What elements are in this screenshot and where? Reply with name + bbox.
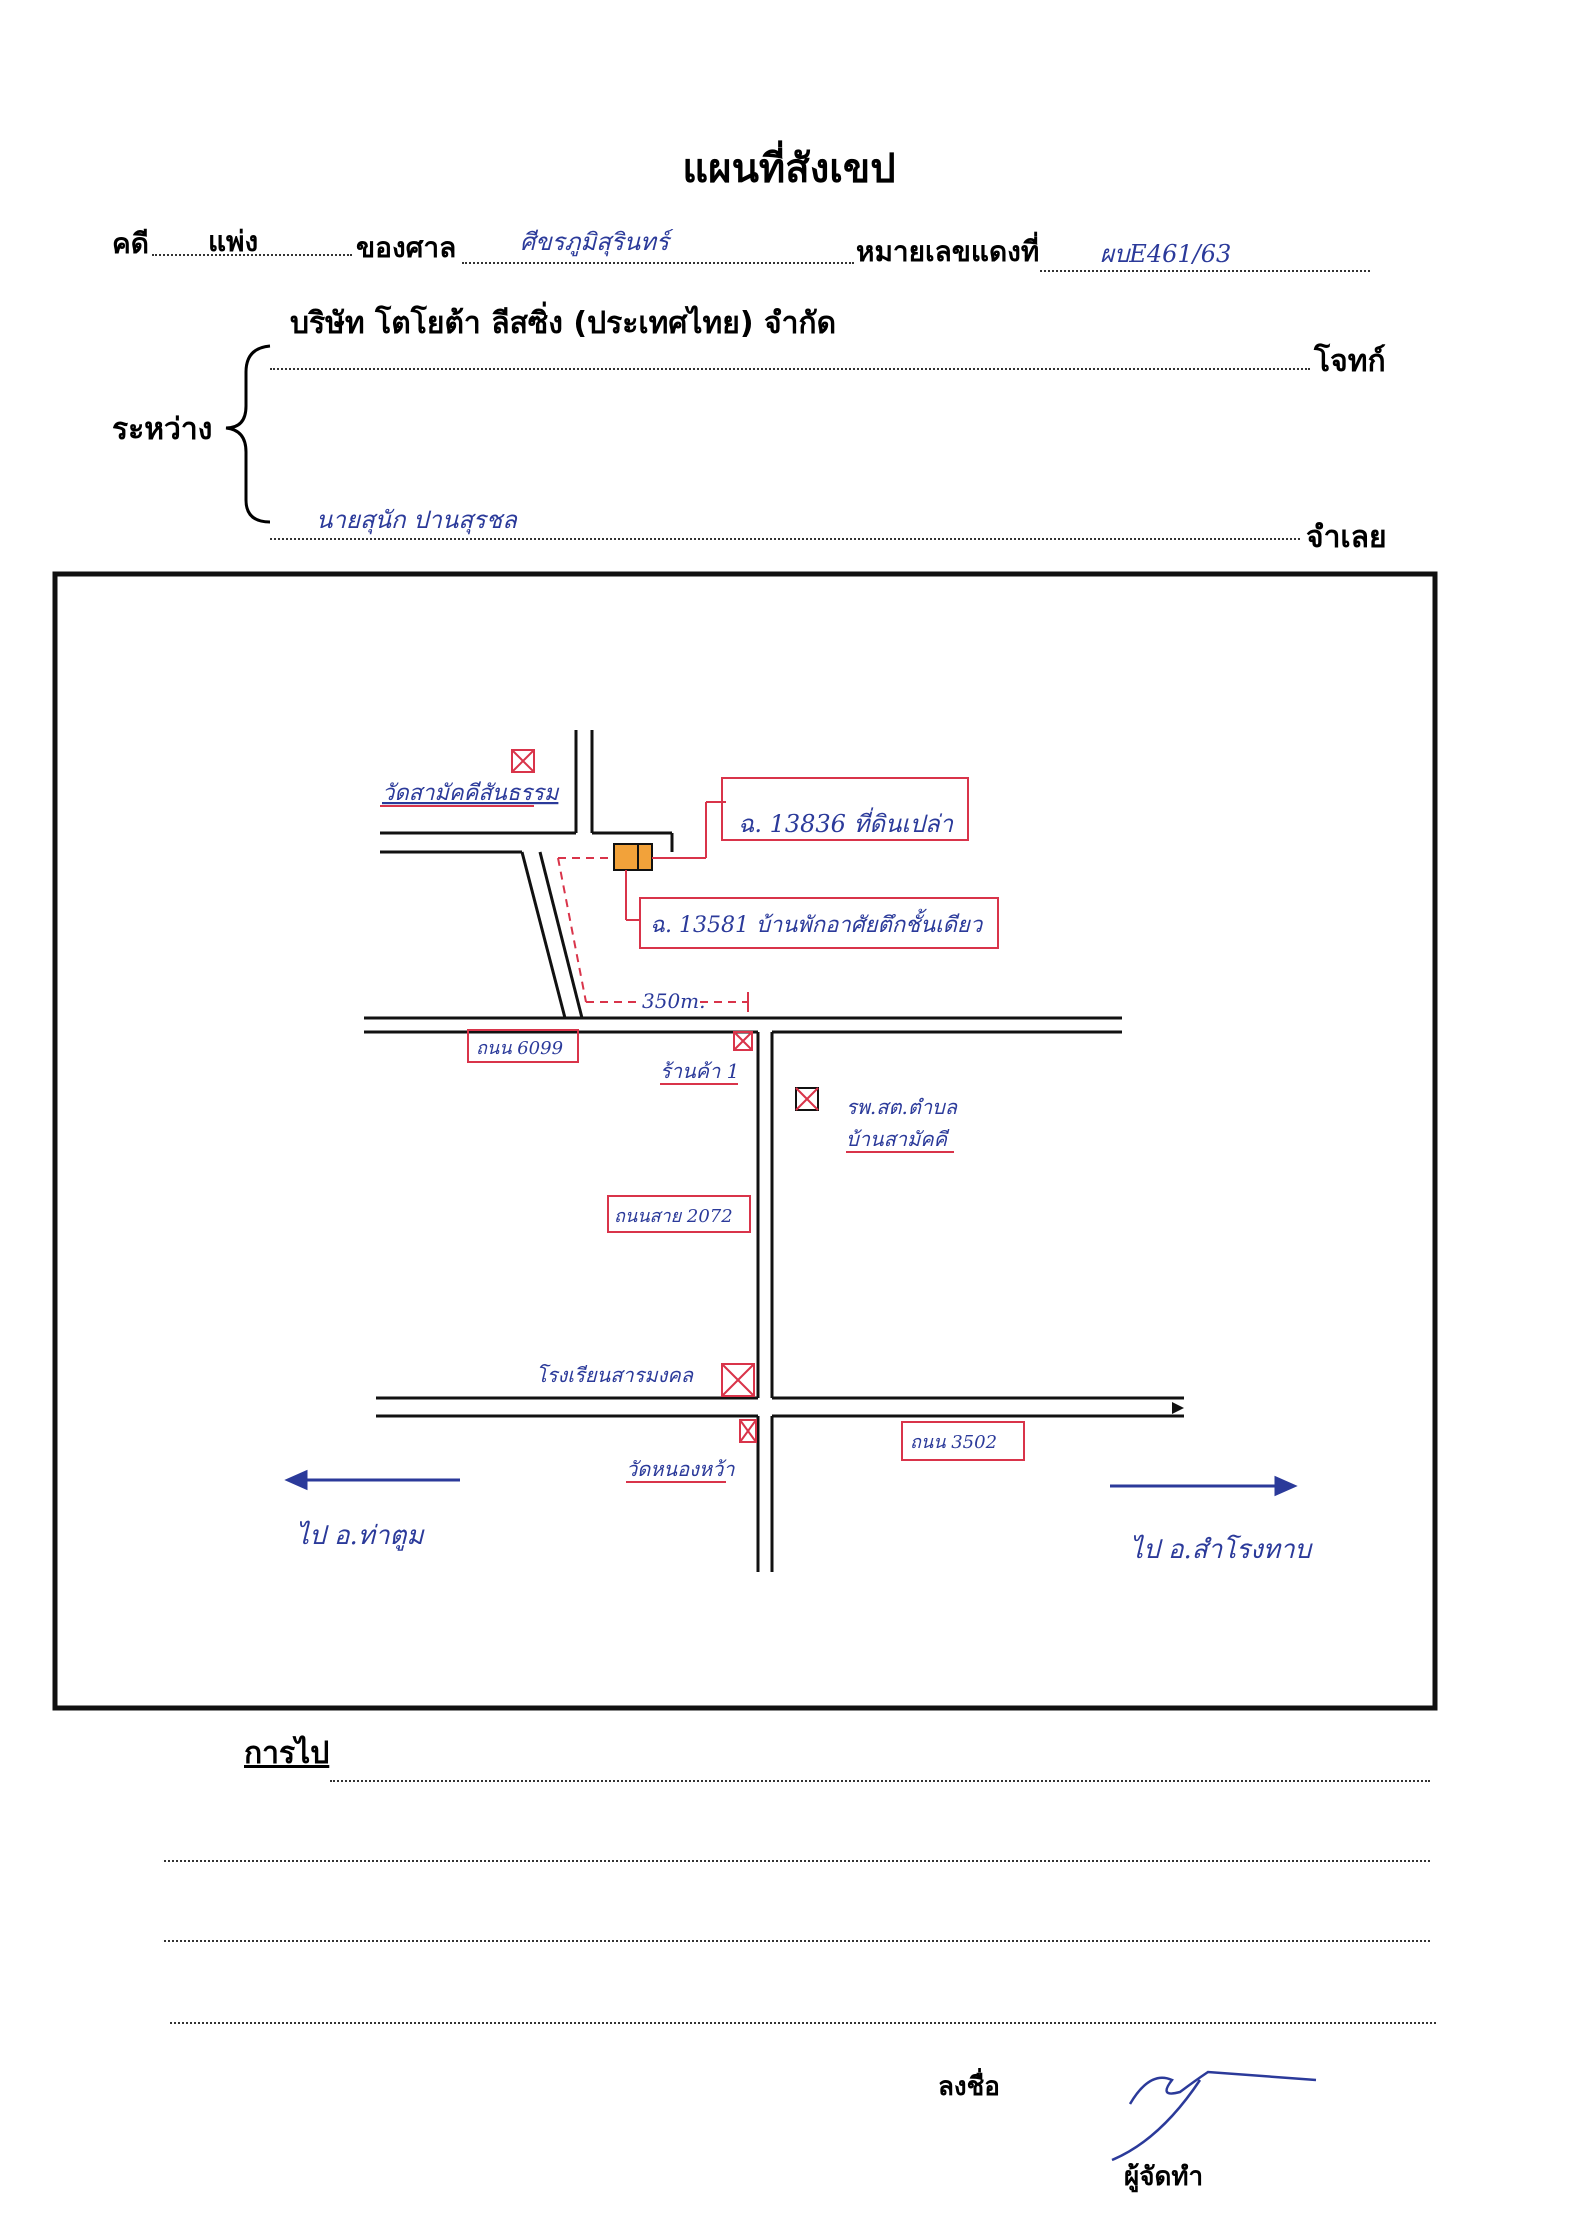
plaintiff-role: โจทก์ — [1314, 344, 1386, 379]
road-network — [364, 730, 1184, 1572]
plaintiff-line — [270, 368, 1310, 370]
court-value: ศีขรภูมิสุรินทร์ — [520, 228, 669, 256]
case-type-value: แพ่ง — [208, 225, 259, 258]
case-label: คดี — [112, 227, 149, 260]
land-plot-2-label: ฉ. 13581 บ้านพักอาศัยตึกชั้นเดียว — [650, 908, 984, 938]
red-number-value: ผบE461/63 — [1100, 240, 1232, 268]
dashed-route — [557, 857, 748, 1003]
directions-label: การไป — [244, 1736, 330, 1771]
between-label: ระหว่าง — [112, 412, 213, 447]
land-plot-orange-2 — [637, 843, 653, 871]
map-frame — [52, 571, 1438, 1711]
shop-label: ร้านค้า 1 — [660, 1059, 739, 1083]
defendant-line — [270, 538, 1300, 540]
sign-label: ลงชื่อ — [938, 2072, 1000, 2102]
school-marker — [721, 1363, 755, 1397]
school-label: โรงเรียนสารมงคล — [536, 1363, 695, 1387]
page-title: แผนที่สังเขป — [682, 146, 896, 192]
to-left-label: ไป อ.ท่าตูม — [296, 1520, 425, 1551]
directions-line-2 — [164, 1860, 1430, 1862]
shop-marker — [733, 1031, 753, 1051]
road-bottom-right-box — [901, 1421, 1025, 1461]
temple-bottom-marker — [739, 1419, 757, 1443]
temple-top-label: วัดสามัคคีสันธรรม — [382, 781, 560, 806]
directions-line-1 — [330, 1780, 1430, 1782]
road-main-left-label: ถนน 6099 — [476, 1038, 563, 1059]
court-line — [462, 262, 854, 264]
land-plot-orange-1 — [613, 843, 639, 871]
defendant-name: นายสุนัก ปานสุรชล — [316, 506, 517, 534]
red-number-label: หมายเลขแดงที่ — [856, 235, 1040, 268]
defendant-role: จำเลย — [1306, 520, 1387, 555]
road-bottom-right-label: ถนน 3502 — [910, 1432, 997, 1453]
court-label: ของศาล — [356, 231, 457, 264]
directions-line-3 — [164, 1940, 1430, 1942]
red-number-line — [1040, 270, 1370, 272]
temple-bottom-label: วัดหนองหว้า — [626, 1457, 735, 1481]
road-main-left-box — [467, 1029, 579, 1063]
case-type-line — [152, 254, 352, 256]
arrow-right-icon — [1110, 1475, 1298, 1497]
land-plot-1-box — [721, 777, 969, 841]
maker-label: ผู้จัดทำ — [1124, 2162, 1204, 2192]
signature-scribble — [1111, 2070, 1317, 2162]
land-plot-2-box — [639, 897, 999, 949]
road-vertical-label: ถนนสาย 2072 — [614, 1206, 733, 1227]
temple-top-marker — [511, 749, 535, 773]
land-plot-1-label: ฉ. 13836 ที่ดินเปล่า — [738, 807, 955, 838]
road-vertical-box — [607, 1195, 751, 1233]
to-right-label: ไป อ.สำโรงทาบ — [1130, 1534, 1314, 1565]
health-center-marker — [795, 1087, 819, 1111]
plaintiff-name: บริษัท โตโยต้า ลีสซิ่ง (ประเทศไทย) จำกัด — [290, 306, 837, 341]
directions-line-4 — [170, 2022, 1436, 2024]
health-center-line1: รพ.สต.ตำบล — [846, 1095, 959, 1119]
distance-label: 350m. — [642, 989, 706, 1013]
between-brace — [225, 344, 271, 524]
arrow-left-icon — [284, 1469, 460, 1491]
health-center-line2: บ้านสามัคคี — [846, 1127, 950, 1151]
